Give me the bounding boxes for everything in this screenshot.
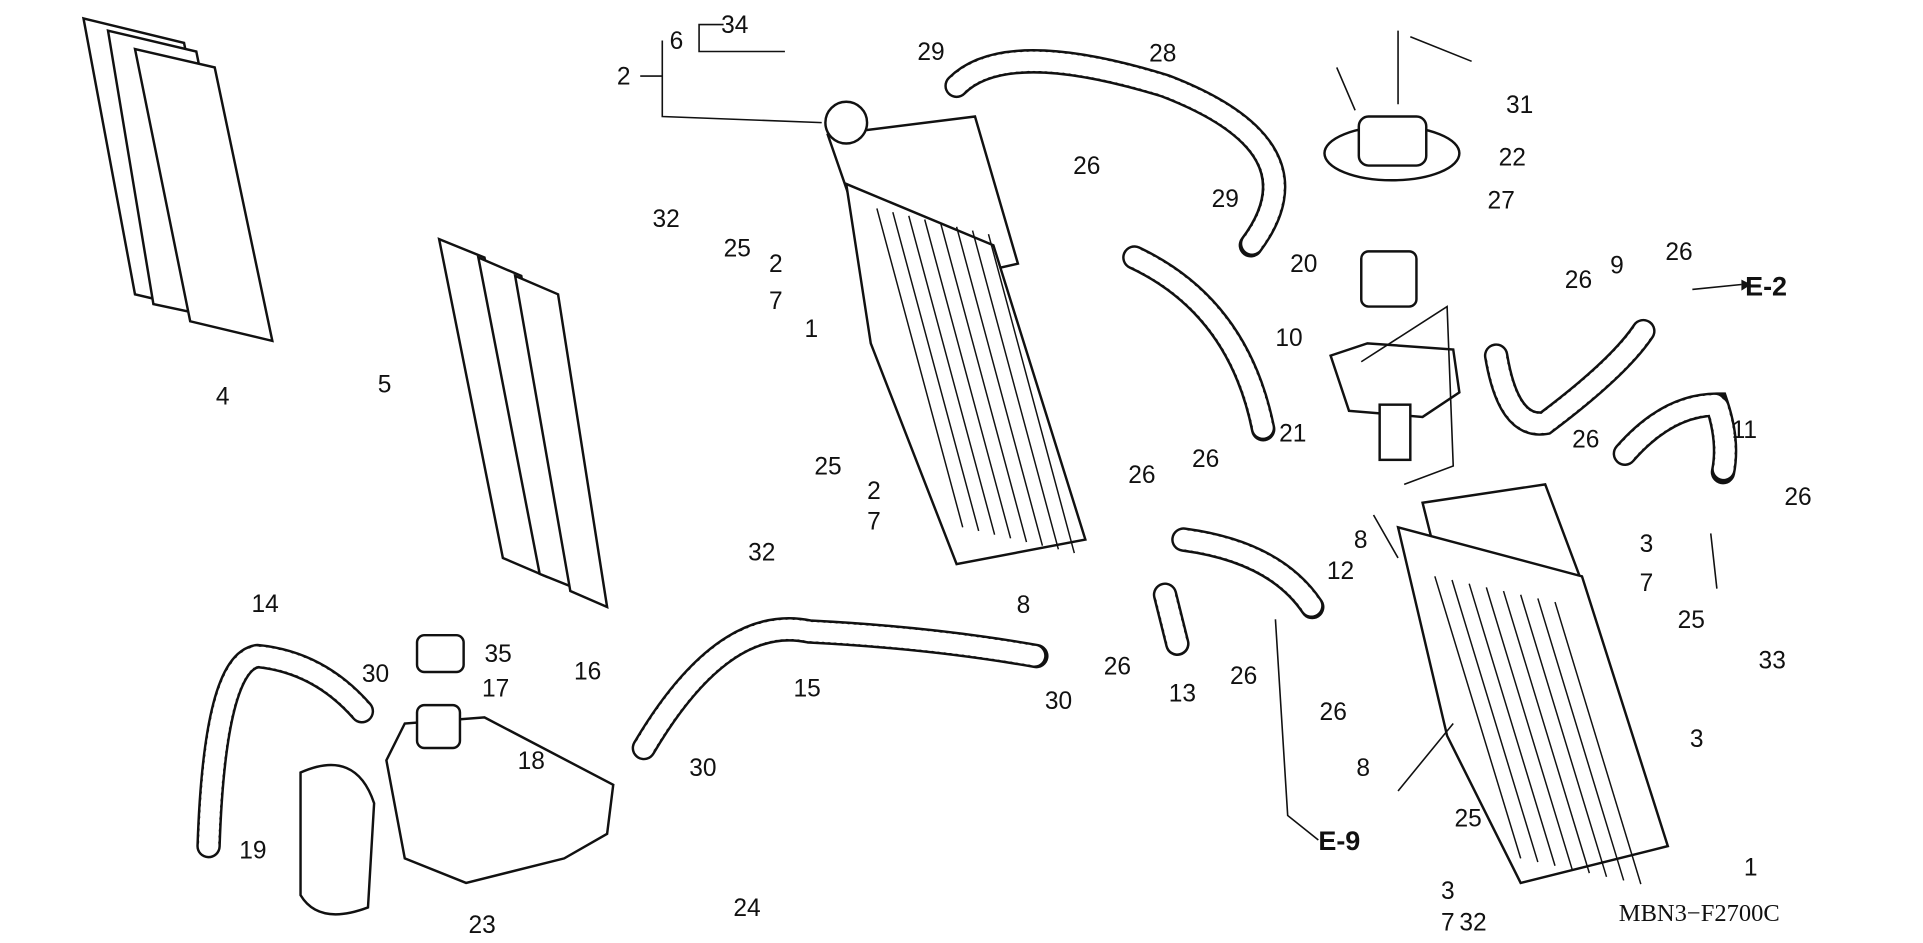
fin (939, 222, 1028, 543)
callout-4[interactable]: 4 (216, 384, 230, 411)
radiator-shroud-4 (81, 16, 274, 343)
callout-25[interactable]: 25 (1678, 607, 1705, 634)
fin (1554, 601, 1642, 885)
callout-7[interactable]: 7 (867, 509, 881, 536)
fin (1537, 598, 1625, 881)
radiator-right (1396, 483, 1670, 885)
callout-10[interactable]: 10 (1275, 325, 1302, 352)
fin (971, 230, 1060, 550)
callout-27[interactable]: 27 (1488, 187, 1515, 214)
hose (1173, 529, 1323, 617)
callout-26[interactable]: 26 (1665, 239, 1692, 266)
fin (1502, 590, 1591, 874)
fin (955, 226, 1044, 546)
diagram-code: MBN3−F2700C (1619, 900, 1780, 927)
fin (908, 215, 996, 535)
callout-2[interactable]: 2 (769, 251, 783, 278)
callout-28[interactable]: 28 (1149, 40, 1176, 67)
callout-14[interactable]: 14 (251, 591, 278, 618)
fin (924, 219, 1012, 539)
callout-26[interactable]: 26 (1104, 653, 1131, 680)
callout-1[interactable]: 1 (1744, 855, 1758, 882)
callout-15[interactable]: 15 (794, 676, 821, 703)
callout-26[interactable]: 26 (1784, 484, 1811, 511)
callout-16[interactable]: 16 (574, 658, 601, 685)
callout-7[interactable]: 7 (769, 288, 783, 315)
callout-3[interactable]: 3 (1690, 726, 1704, 753)
fin (1434, 576, 1522, 859)
callout-8[interactable]: 8 (1017, 592, 1031, 619)
callout-11[interactable]: 11 (1732, 417, 1757, 444)
callout-3[interactable]: 3 (1441, 878, 1455, 905)
hose (946, 51, 1284, 256)
callout-9[interactable]: 9 (1610, 252, 1624, 279)
reference-e9[interactable]: E-9 (1318, 826, 1360, 856)
callout-26[interactable]: 26 (1565, 267, 1592, 294)
hose (198, 646, 372, 856)
fin (1468, 583, 1556, 866)
reference-e2[interactable]: E-2 (1745, 272, 1787, 302)
callout-5[interactable]: 5 (378, 371, 392, 398)
callout-30[interactable]: 30 (1045, 688, 1072, 715)
callout-26[interactable]: 26 (1128, 462, 1155, 489)
callout-20[interactable]: 20 (1290, 251, 1317, 278)
callout-31[interactable]: 31 (1506, 92, 1533, 119)
callout-12[interactable]: 12 (1327, 558, 1354, 585)
hose (1124, 247, 1273, 440)
fin (1485, 587, 1573, 870)
callout-26[interactable]: 26 (1320, 699, 1347, 726)
callout-2[interactable]: 2 (617, 64, 631, 91)
callout-1[interactable]: 1 (805, 316, 819, 343)
callout-26[interactable]: 26 (1192, 446, 1219, 473)
callout-32[interactable]: 32 (652, 206, 679, 233)
callout-7[interactable]: 7 (1640, 570, 1654, 597)
callout-8[interactable]: 8 (1356, 755, 1370, 782)
callout-22[interactable]: 22 (1499, 145, 1526, 172)
fin (1519, 594, 1608, 877)
callout-35[interactable]: 35 (484, 641, 511, 668)
callout-3[interactable]: 3 (1640, 531, 1654, 558)
callout-30[interactable]: 30 (689, 755, 716, 782)
callout-2[interactable]: 2 (867, 478, 881, 505)
callout-25[interactable]: 25 (724, 235, 751, 262)
callout-33[interactable]: 33 (1759, 647, 1786, 674)
callout-8[interactable]: 8 (1354, 527, 1368, 554)
callout-34[interactable]: 34 (721, 12, 748, 39)
hose (1122, 245, 1276, 442)
callout-29[interactable]: 29 (1212, 186, 1239, 213)
thermostat-housing (1323, 115, 1461, 462)
fin (1451, 579, 1539, 863)
callout-7[interactable]: 7 (1441, 910, 1455, 937)
leader-lines (640, 23, 1718, 841)
fin (876, 208, 964, 528)
callout-25[interactable]: 25 (1454, 806, 1481, 833)
fin (987, 234, 1076, 554)
callout-26[interactable]: 26 (1230, 663, 1257, 690)
callout-23[interactable]: 23 (469, 912, 496, 939)
radiator-grille-5 (437, 237, 609, 610)
callout-13[interactable]: 13 (1169, 680, 1196, 707)
callout-29[interactable]: 29 (917, 39, 944, 66)
callout-18[interactable]: 18 (518, 748, 545, 775)
callout-19[interactable]: 19 (239, 837, 266, 864)
callout-21[interactable]: 21 (1279, 420, 1306, 447)
callout-24[interactable]: 24 (733, 895, 760, 922)
hoses (196, 49, 1738, 859)
callout-17[interactable]: 17 (482, 676, 509, 703)
reserve-tank (299, 633, 615, 916)
hose (1615, 394, 1735, 482)
hose (1486, 321, 1654, 434)
callout-26[interactable]: 26 (1073, 153, 1100, 180)
callout-26[interactable]: 26 (1572, 427, 1599, 454)
radiator-left (824, 100, 1087, 566)
hose (1155, 584, 1188, 654)
hose (634, 619, 1047, 758)
callout-30[interactable]: 30 (362, 661, 389, 688)
callout-32[interactable]: 32 (1459, 910, 1486, 937)
fin (892, 211, 980, 532)
callout-6[interactable]: 6 (670, 28, 684, 55)
callout-32[interactable]: 32 (748, 539, 775, 566)
callout-25[interactable]: 25 (814, 454, 841, 481)
